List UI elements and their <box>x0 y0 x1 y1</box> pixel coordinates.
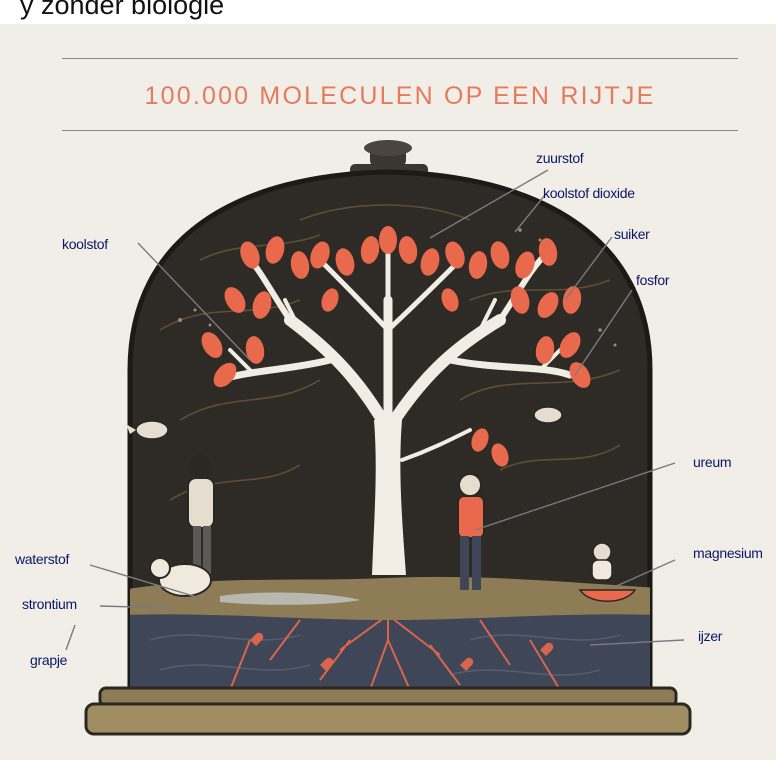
label-grapje: grapje <box>30 652 67 668</box>
label-magnesium: magnesium <box>693 545 763 561</box>
label-strontium: strontium <box>22 596 77 612</box>
label-zuurstof: zuurstof <box>536 150 583 166</box>
label-koolstofdioxide: koolstof dioxide <box>543 185 635 201</box>
bird-right <box>534 407 562 423</box>
jar-base <box>86 688 690 734</box>
label-fosfor: fosfor <box>636 272 669 288</box>
label-ijzer: ijzer <box>698 628 722 644</box>
label-waterstof: waterstof <box>15 551 69 567</box>
label-koolstof: koolstof <box>62 236 108 252</box>
label-suiker: suiker <box>614 226 650 242</box>
label-ureum: ureum <box>693 454 731 470</box>
pointer-grapje <box>66 625 75 650</box>
